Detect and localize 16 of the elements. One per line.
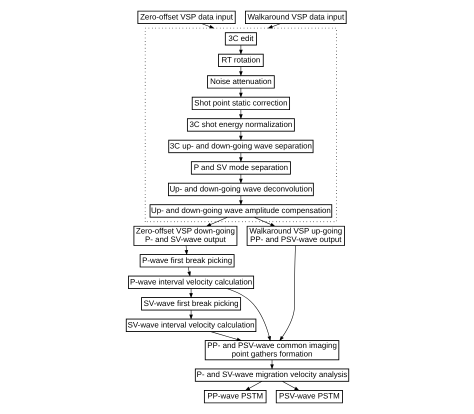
arrow xyxy=(278,245,296,342)
arrow xyxy=(200,23,214,28)
arrow xyxy=(205,217,228,226)
arrow xyxy=(253,217,275,226)
arrow xyxy=(238,66,242,76)
arrow xyxy=(188,310,192,320)
arrow xyxy=(210,331,242,342)
arrow xyxy=(186,266,190,277)
arrow xyxy=(282,381,300,391)
arrow xyxy=(238,44,242,55)
arrow xyxy=(244,381,262,391)
arrow xyxy=(188,288,192,298)
cluster xyxy=(144,28,336,222)
arrow xyxy=(270,360,274,370)
arrow xyxy=(267,23,280,28)
arrow xyxy=(238,88,242,98)
